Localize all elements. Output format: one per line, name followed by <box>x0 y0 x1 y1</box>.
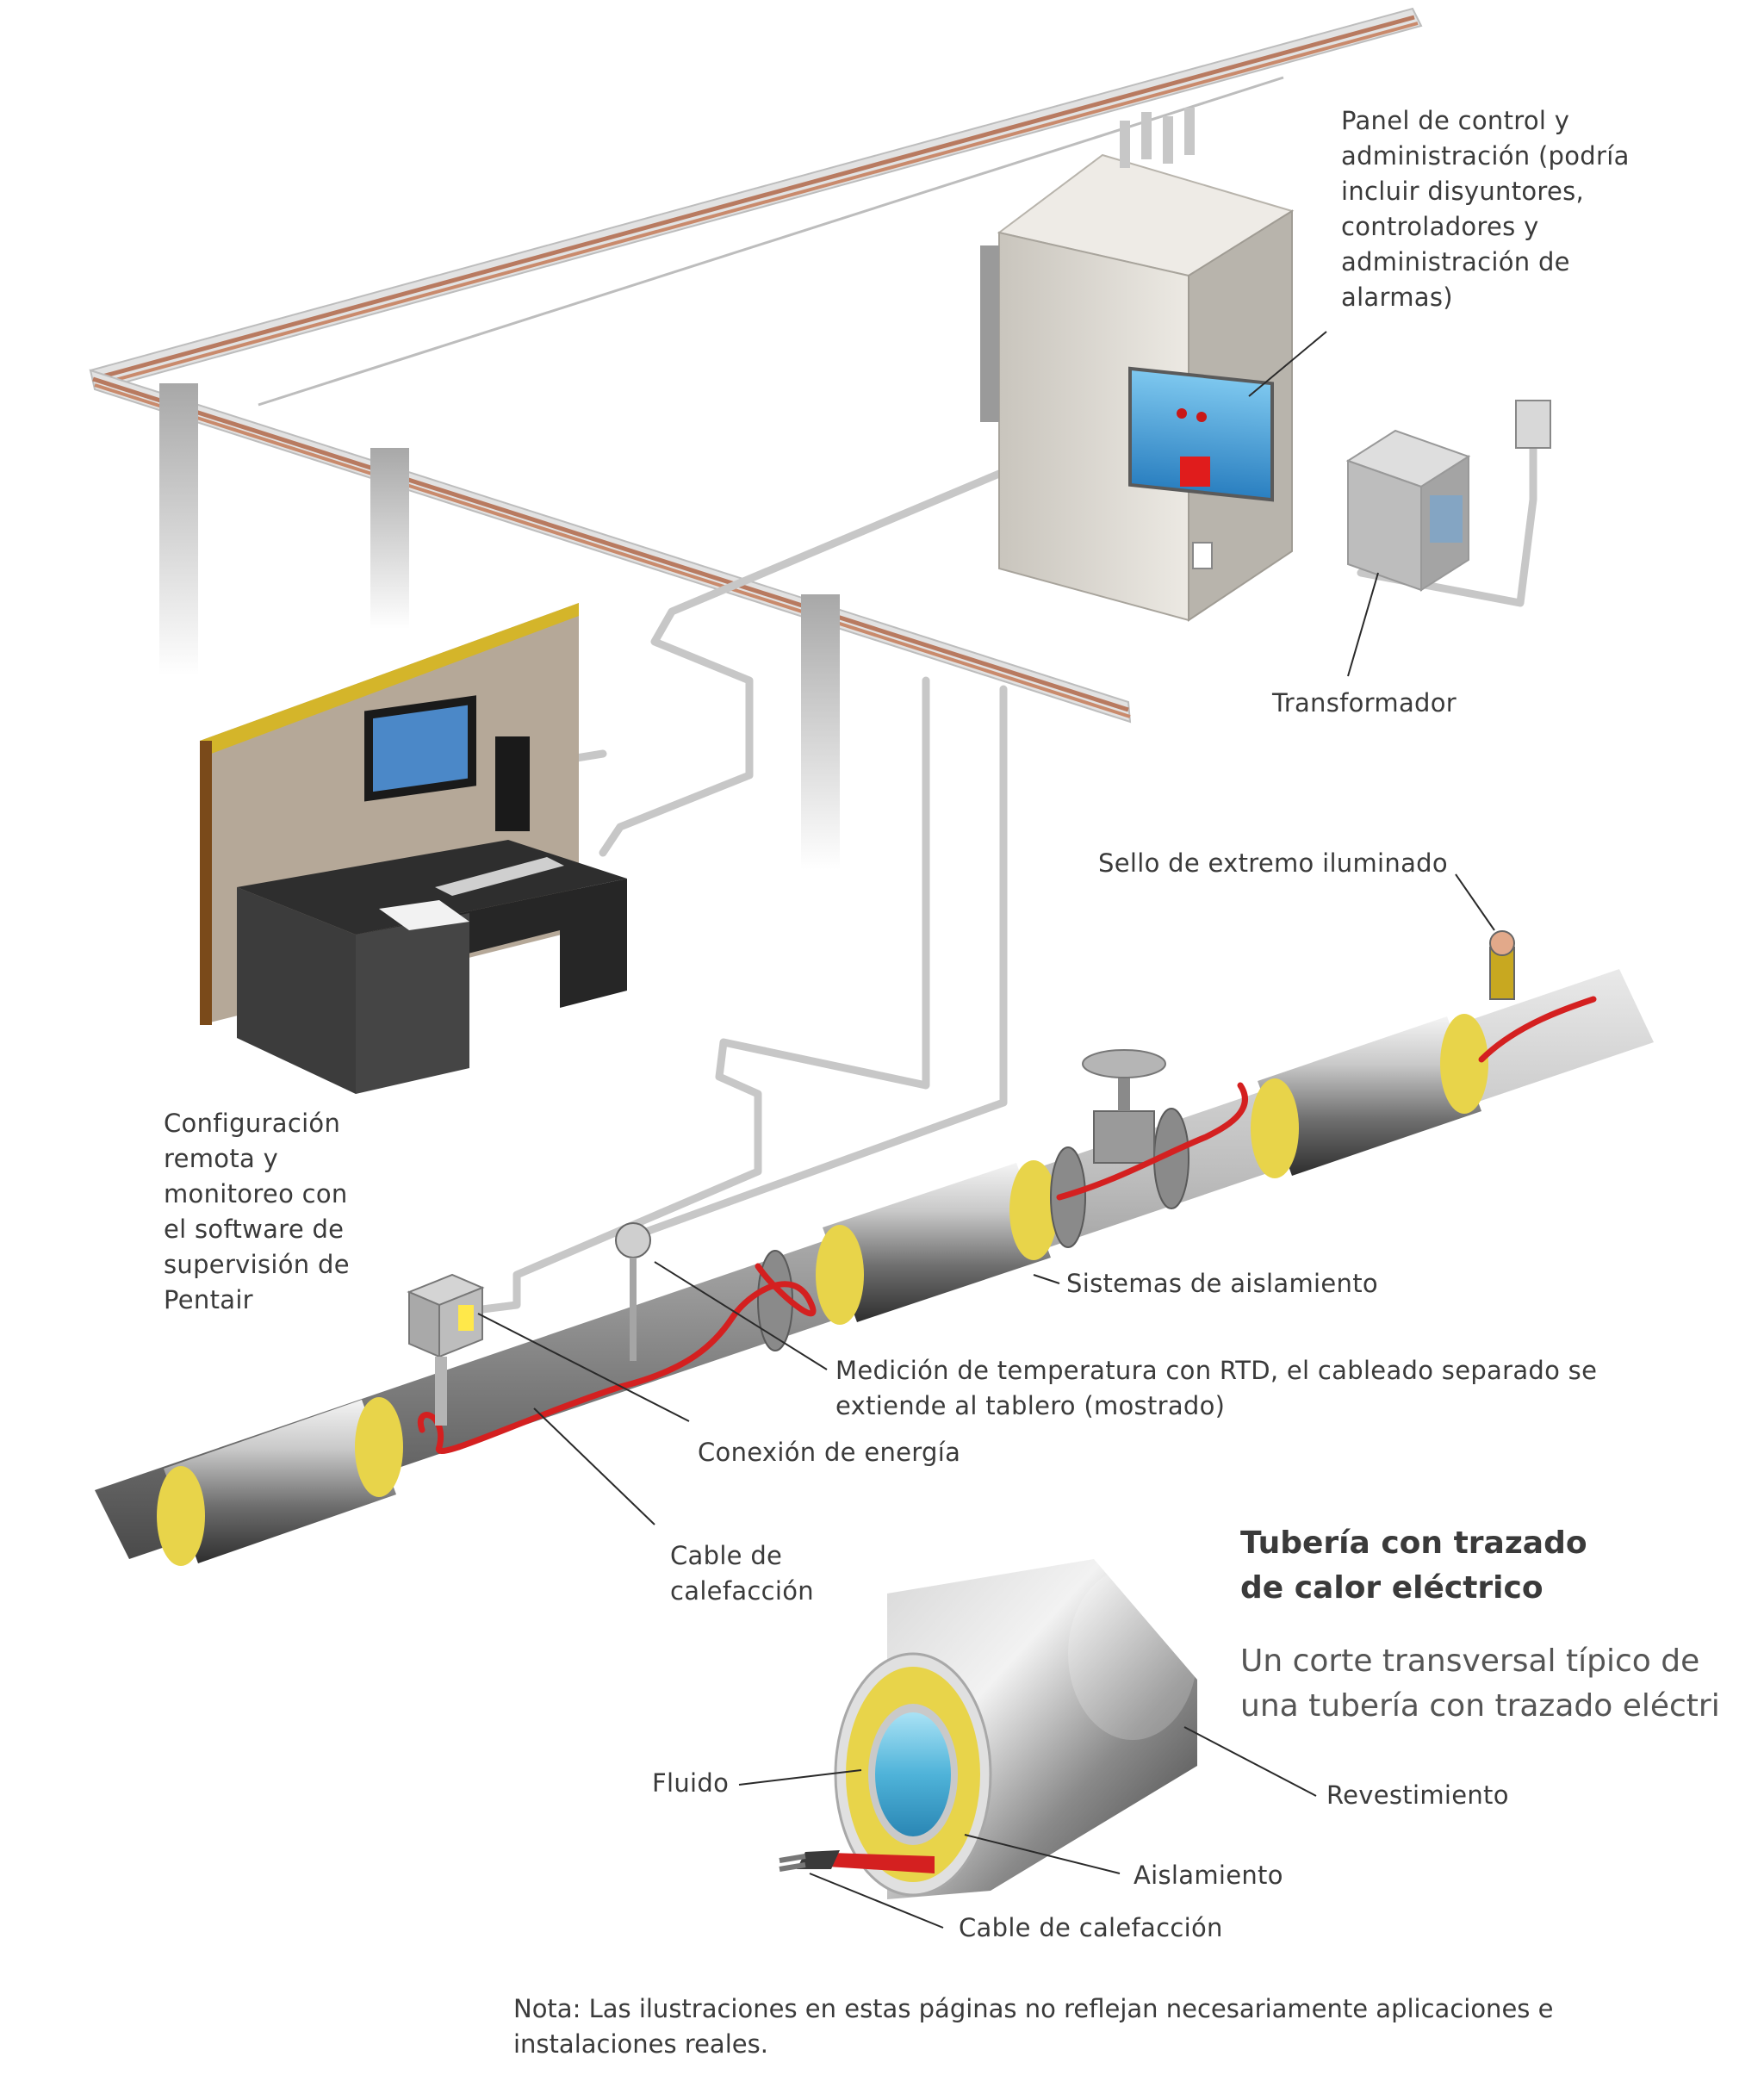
cross-section-cable-label: Cable de calefacción <box>959 1913 1223 1942</box>
cross-section-pipe <box>779 1559 1197 1899</box>
transformer <box>1345 400 1551 592</box>
footnote: Nota: Las ilustraciones en estas páginas… <box>513 1994 1554 2059</box>
main-pipe <box>95 930 1654 1566</box>
insulation-label: Aislamiento <box>1134 1861 1283 1890</box>
fluid-label: Fluido <box>652 1768 730 1798</box>
cable-tray <box>89 7 1423 724</box>
rtd-label: Medición de temperatura con RTD, el cabl… <box>835 1356 1598 1420</box>
control-panel-label: Panel de control y administración (podrí… <box>1341 106 1630 312</box>
workstation <box>200 603 627 1094</box>
conduits <box>478 409 1537 1314</box>
control-panel <box>980 108 1295 622</box>
cross-section-subtitle: Un corte transversal típico de una tuber… <box>1240 1643 1720 1724</box>
tray-supports <box>159 383 840 870</box>
remote-config-label: Configuración remota y monitoreo con el … <box>164 1109 350 1314</box>
jacket-label: Revestimiento <box>1326 1780 1509 1810</box>
heating-cable-label: Cable de calefacción <box>670 1541 814 1606</box>
cross-section-title: Tubería con trazado de calor eléctrico <box>1240 1525 1587 1606</box>
transformer-label: Transformador <box>1272 688 1457 718</box>
leader-lines <box>477 331 1495 1929</box>
end-seal-label: Sello de extremo iluminado <box>1098 848 1448 878</box>
power-connection-label: Conexión de energía <box>698 1438 961 1467</box>
insulation-systems-label: Sistemas de aislamiento <box>1066 1269 1378 1298</box>
